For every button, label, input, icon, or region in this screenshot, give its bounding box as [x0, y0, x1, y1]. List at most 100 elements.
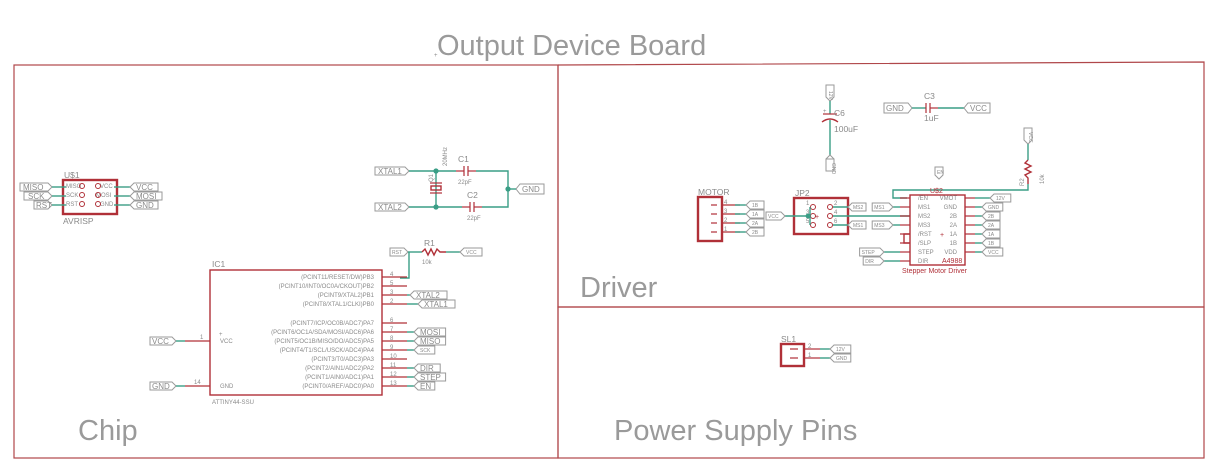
svg-text:2A: 2A — [950, 223, 957, 229]
cap-c6[interactable]: 12V + GND C6 100uF — [821, 84, 858, 175]
svg-text:VMOT: VMOT — [940, 196, 958, 202]
net-label-12v-driver[interactable]: 12V — [989, 193, 1012, 203]
r1-name: R1 — [424, 238, 435, 248]
net-label-en[interactable]: EN — [413, 381, 436, 391]
cap-c3[interactable]: GND VCC C3 1uF — [883, 91, 991, 123]
svg-text:1: 1 — [806, 201, 810, 207]
net-label-motor-2a[interactable]: 2A — [745, 218, 765, 228]
svg-text:+: + — [940, 232, 944, 239]
resistor-r2[interactable]: VCC R2 10k — [892, 127, 1046, 199]
power-connector-sl1[interactable]: SL1 — [779, 334, 806, 368]
net-label-gnd-sl1[interactable]: GND — [829, 353, 852, 363]
net-label-dir-driver[interactable]: DIR — [862, 256, 885, 266]
mcu-name: IC1 — [212, 259, 226, 269]
svg-text:9: 9 — [390, 345, 394, 351]
svg-text:GND: GND — [944, 205, 958, 211]
mcu-pin-vcc: VCC — [220, 339, 233, 345]
svg-text:RST: RST — [36, 201, 52, 210]
net-label-rst-isp[interactable]: RST — [33, 200, 66, 210]
net-label-12v-sl1[interactable]: 12V — [829, 344, 852, 354]
net-label-motor-2b[interactable]: 2B — [745, 227, 765, 237]
frame-driver — [557, 61, 1205, 308]
svg-text:STEP: STEP — [918, 250, 934, 256]
svg-text:(PCINT9/XTAL2)PB1: (PCINT9/XTAL2)PB1 — [318, 293, 375, 299]
svg-text:MS1: MS1 — [918, 205, 931, 211]
net-label-ms3-driver[interactable]: MS3 — [871, 220, 894, 230]
svg-text:12V: 12V — [996, 196, 1006, 202]
svg-text:(PCINT8/XTAL1/CLKI)PB0: (PCINT8/XTAL1/CLKI)PB0 — [303, 302, 375, 308]
jumper-jp2[interactable]: JP2 1 3 5 2 4 6 + VCC MS2 MS1 — [765, 188, 910, 236]
net-label-xtal1[interactable]: XTAL1 — [417, 299, 456, 309]
net-label-motor-1a[interactable]: 1A — [745, 209, 765, 219]
net-label-xtal1: XTAL1 — [378, 167, 402, 176]
net-label-en-driver[interactable]: EN — [934, 166, 944, 180]
svg-text:6: 6 — [390, 318, 394, 324]
crystal-name: Q1 — [429, 173, 435, 182]
net-label-sck[interactable]: SCK — [413, 345, 436, 355]
svg-text:DIR: DIR — [865, 259, 874, 265]
isp-header[interactable]: U$1 MISO SCK RST VCC MOSI GND AVRISP — [61, 170, 119, 226]
svg-text:1B: 1B — [988, 241, 995, 247]
net-label-2a-driver[interactable]: 2A — [981, 220, 1001, 230]
net-label-vcc-c3: VCC — [970, 104, 987, 113]
section-title-driver: Driver — [580, 272, 658, 304]
svg-text:1A: 1A — [950, 232, 957, 238]
net-label-motor-1b[interactable]: 1B — [745, 200, 765, 210]
svg-text:2A: 2A — [988, 223, 995, 229]
svg-text:13: 13 — [390, 381, 397, 387]
net-label-gnd-isp[interactable]: GND — [114, 200, 159, 210]
svg-text:4: 4 — [390, 272, 394, 278]
reset-resistor[interactable]: RST VCC R1 10k — [389, 238, 483, 279]
a4988-pin-rst: /RST — [900, 232, 932, 238]
net-label-miso[interactable]: MISO — [413, 336, 447, 346]
svg-text:VCC: VCC — [136, 183, 153, 192]
net-label-miso-isp[interactable]: MISO — [19, 182, 66, 192]
net-label-gnd-driver[interactable]: GND — [981, 202, 1004, 212]
net-label-1a-driver[interactable]: 1A — [981, 229, 1001, 239]
svg-text:(PCINT4/T1/SCL/USCK/ADC4)PA4: (PCINT4/T1/SCL/USCK/ADC4)PA4 — [280, 348, 375, 354]
net-label-step[interactable]: STEP — [413, 372, 447, 382]
net-label-mosi-isp[interactable]: MOSI — [114, 191, 163, 201]
isp-pin-miso: MISO — [66, 184, 82, 190]
svg-text:MOSI: MOSI — [420, 328, 440, 337]
net-label-step-driver[interactable]: STEP — [859, 247, 885, 257]
net-label-2b-driver[interactable]: 2B — [981, 211, 1001, 221]
a4988-driver[interactable]: U$2 A4988 Stepper Motor Driver — [902, 188, 968, 275]
net-label-vcc-mcu[interactable]: VCC — [149, 336, 185, 346]
net-label-vcc-isp[interactable]: VCC — [114, 182, 159, 192]
net-label-vcc-driver[interactable]: VCC — [981, 247, 1004, 257]
net-label-dir[interactable]: DIR — [413, 363, 441, 373]
mcu-pin-gnd: GND — [220, 384, 234, 390]
crystal-circuit[interactable]: XTAL1 XTAL2 GND Q1 20MHz C1 22pF C2 22pF — [374, 147, 545, 222]
svg-text:SCK: SCK — [420, 348, 431, 354]
svg-text:MS1: MS1 — [874, 205, 885, 211]
motor-connector[interactable]: MOTOR — [696, 187, 729, 243]
svg-text:STEP: STEP — [420, 373, 441, 382]
svg-text:DIR: DIR — [420, 364, 434, 373]
a4988-name: U$2 — [930, 188, 943, 195]
net-label-ms1-driver[interactable]: MS1 — [871, 202, 894, 212]
a4988-pin-1a: 1A 1A — [950, 229, 1001, 239]
net-label-xtal2[interactable]: XTAL2 — [409, 290, 448, 300]
net-label-ms2-jp2: MS2 — [853, 205, 864, 211]
svg-text:MS3: MS3 — [918, 223, 931, 229]
svg-text:6: 6 — [834, 219, 838, 225]
net-label-mosi[interactable]: MOSI — [413, 327, 447, 337]
net-label-sck-isp[interactable]: SCK — [23, 191, 66, 201]
net-label-1b-driver[interactable]: 1B — [981, 238, 1001, 248]
net-label-gnd-mcu[interactable]: GND — [149, 381, 185, 391]
c3-value: 1uF — [924, 113, 939, 123]
a4988-left-pins: /ENMS1MS2MS3/RST/SLPSTEPDIR+MS1MS3STEPDI… — [859, 196, 944, 266]
